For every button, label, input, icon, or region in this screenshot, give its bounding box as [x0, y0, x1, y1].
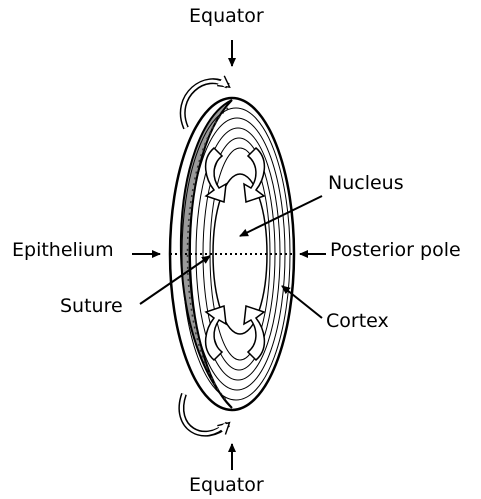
- suture-arrow: [140, 256, 210, 304]
- nucleus-label: Nucleus: [328, 174, 404, 193]
- equator-top-label: Equator: [189, 7, 264, 26]
- cortex-label: Cortex: [326, 312, 389, 331]
- top-rotation-arrow-inner: [183, 81, 226, 128]
- posterior-pole-label: Posterior pole: [330, 241, 461, 260]
- top-rotation-arrow: [183, 81, 228, 128]
- bottom-rotation-arrow-inner: [181, 394, 226, 434]
- equator-bottom-label: Equator: [189, 476, 264, 495]
- epithelium-label: Epithelium: [12, 241, 114, 260]
- suture-label: Suture: [60, 297, 123, 316]
- cortex-arrow: [282, 286, 322, 318]
